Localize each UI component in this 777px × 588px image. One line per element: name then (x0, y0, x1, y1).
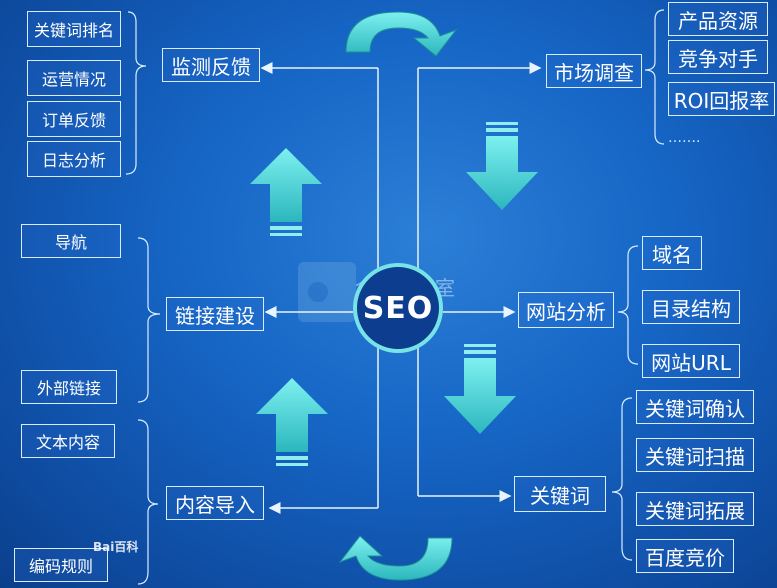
item-text-content: 文本内容 (21, 424, 115, 458)
cycle-arrow-top (345, 11, 458, 57)
arrow-up-lower (256, 378, 328, 466)
item-keyword-ranking: 关键词排名 (27, 11, 121, 47)
item-external-links: 外部链接 (21, 370, 117, 404)
item-keyword-confirm: 关键词确认 (636, 390, 754, 424)
hub-link-building: 链接建设 (166, 297, 264, 331)
hub-content-import: 内容导入 (166, 486, 264, 520)
cycle-arrow-bottom (338, 535, 453, 581)
item-domain: 域名 (642, 236, 702, 270)
arrow-down-upper (466, 122, 538, 210)
market-ellipsis: ……. (668, 130, 701, 146)
item-roi: ROI回报率 (668, 82, 775, 116)
item-keyword-expand: 关键词拓展 (636, 492, 754, 526)
item-order-feedback: 订单反馈 (27, 101, 121, 137)
hub-monitoring: 监测反馈 (162, 48, 260, 82)
baidu-baike-watermark: Bai百科 (93, 540, 139, 554)
seo-center-node: SEO (353, 263, 443, 353)
hub-site-analysis: 网站分析 (518, 292, 614, 328)
hub-market-research: 市场调查 (546, 54, 642, 88)
arrow-down-lower (444, 344, 516, 434)
item-competitors: 竞争对手 (668, 40, 768, 74)
hub-keywords: 关键词 (514, 476, 606, 512)
item-site-url: 网站URL (642, 344, 740, 378)
brace-lines (125, 9, 665, 585)
arrow-up-upper (250, 148, 322, 236)
item-baidu-bidding: 百度竞价 (636, 539, 734, 573)
item-product-resources: 产品资源 (668, 2, 768, 36)
item-operations: 运营情况 (27, 60, 121, 96)
item-directory-structure: 目录结构 (642, 290, 740, 324)
item-keyword-scan: 关键词扫描 (636, 438, 754, 472)
item-encoding-rules: 编码规则 (14, 548, 108, 582)
watermark-logo (298, 262, 356, 322)
item-navigation: 导航 (21, 224, 121, 258)
item-log-analysis: 日志分析 (27, 141, 121, 177)
